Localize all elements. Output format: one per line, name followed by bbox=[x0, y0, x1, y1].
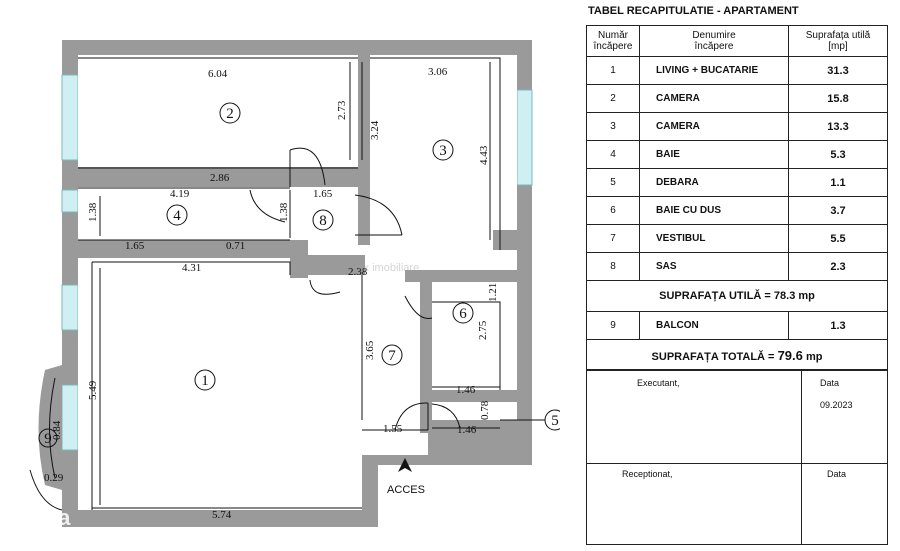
room-lines bbox=[78, 57, 501, 510]
dim-2-38: 2.38 bbox=[348, 266, 368, 278]
room-number-8: 8 bbox=[319, 213, 327, 229]
useful-area-total: SUPRAFAȚA UTILĂ = 78.3 mp bbox=[586, 280, 888, 312]
dim-0-29: 0.29 bbox=[44, 472, 64, 484]
floor-plan: 6.04 3.06 2.73 3.24 4.43 2.86 4.19 1.65 … bbox=[29, 40, 560, 527]
room-number-circles bbox=[38, 102, 560, 448]
room-number-7: 7 bbox=[388, 348, 396, 364]
room-floors bbox=[78, 55, 517, 510]
room-number-1: 1 bbox=[201, 373, 209, 389]
dim-3-24: 3.24 bbox=[369, 120, 381, 140]
dim-2-86: 2.86 bbox=[210, 172, 230, 184]
dim-4-19: 4.19 bbox=[170, 188, 190, 200]
dim-1-38-b: 1.38 bbox=[278, 202, 290, 222]
dim-1-38-a: 1.38 bbox=[87, 202, 99, 222]
useful-area-row: SUPRAFAȚA UTILĂ = 78.3 mp bbox=[586, 280, 888, 312]
dim-1-46-a: 1.46 bbox=[456, 384, 476, 396]
dim-3-06: 3.06 bbox=[428, 66, 448, 78]
room-number-6: 6 bbox=[459, 306, 467, 322]
signature-box: Executant, Data 09.2023 Receptionat, Dat… bbox=[586, 369, 888, 545]
total-area-row: SUPRAFAȚA TOTALĂ = 79.6 mp bbox=[586, 339, 888, 371]
access-arrow-icon bbox=[398, 458, 412, 472]
summary-title: TABEL RECAPITULATIE - APARTAMENT bbox=[588, 5, 799, 17]
total-area: SUPRAFAȚA TOTALĂ = 79.6 mp bbox=[586, 339, 888, 371]
room-numbers: 1 2 3 4 5 6 7 8 9 bbox=[44, 106, 559, 447]
date-label-1: Data bbox=[820, 378, 840, 388]
room-number-4: 4 bbox=[173, 208, 181, 224]
brand-watermark: storia bbox=[8, 505, 71, 530]
dim-2-75: 2.75 bbox=[477, 320, 489, 340]
executant-label: Executant, bbox=[637, 378, 680, 388]
dim-1-55: 1.55 bbox=[383, 423, 403, 435]
dim-5-74: 5.74 bbox=[212, 509, 232, 521]
dim-4-31: 4.31 bbox=[182, 262, 201, 274]
dim-4-43: 4.43 bbox=[478, 145, 490, 165]
room-number-2: 2 bbox=[226, 106, 234, 122]
walls bbox=[62, 40, 532, 527]
room-number-9: 9 bbox=[44, 431, 52, 447]
dim-6-04: 6.04 bbox=[208, 68, 228, 80]
dim-2-73: 2.73 bbox=[336, 100, 348, 120]
dim-1-46-b: 1.46 bbox=[457, 424, 477, 436]
dim-0-84: 0.84 bbox=[51, 420, 63, 440]
dim-1-21: 1.21 bbox=[487, 283, 499, 302]
room-number-3: 3 bbox=[439, 143, 447, 159]
dim-5-49: 5.49 bbox=[87, 380, 99, 400]
doors bbox=[29, 147, 461, 511]
room-number-5: 5 bbox=[551, 413, 559, 429]
watermark-text: olx imobiliare bbox=[355, 262, 420, 274]
dim-0-78: 0.78 bbox=[479, 400, 491, 420]
access-marker: ACCES bbox=[387, 458, 425, 496]
dim-3-65: 3.65 bbox=[364, 340, 376, 360]
date-label-2: Data bbox=[827, 469, 847, 479]
dimension-labels: 6.04 3.06 2.73 3.24 4.43 2.86 4.19 1.65 … bbox=[44, 66, 499, 521]
header-area: Suprafața utilă[mp] bbox=[788, 25, 888, 57]
receptionat-label: Receptionat, bbox=[622, 469, 673, 479]
access-label: ACCES bbox=[387, 484, 425, 496]
dim-1-65-a: 1.65 bbox=[313, 188, 333, 200]
dim-1-65-b: 1.65 bbox=[125, 240, 145, 252]
date-value: 09.2023 bbox=[820, 400, 853, 410]
dim-0-71: 0.71 bbox=[226, 240, 245, 252]
